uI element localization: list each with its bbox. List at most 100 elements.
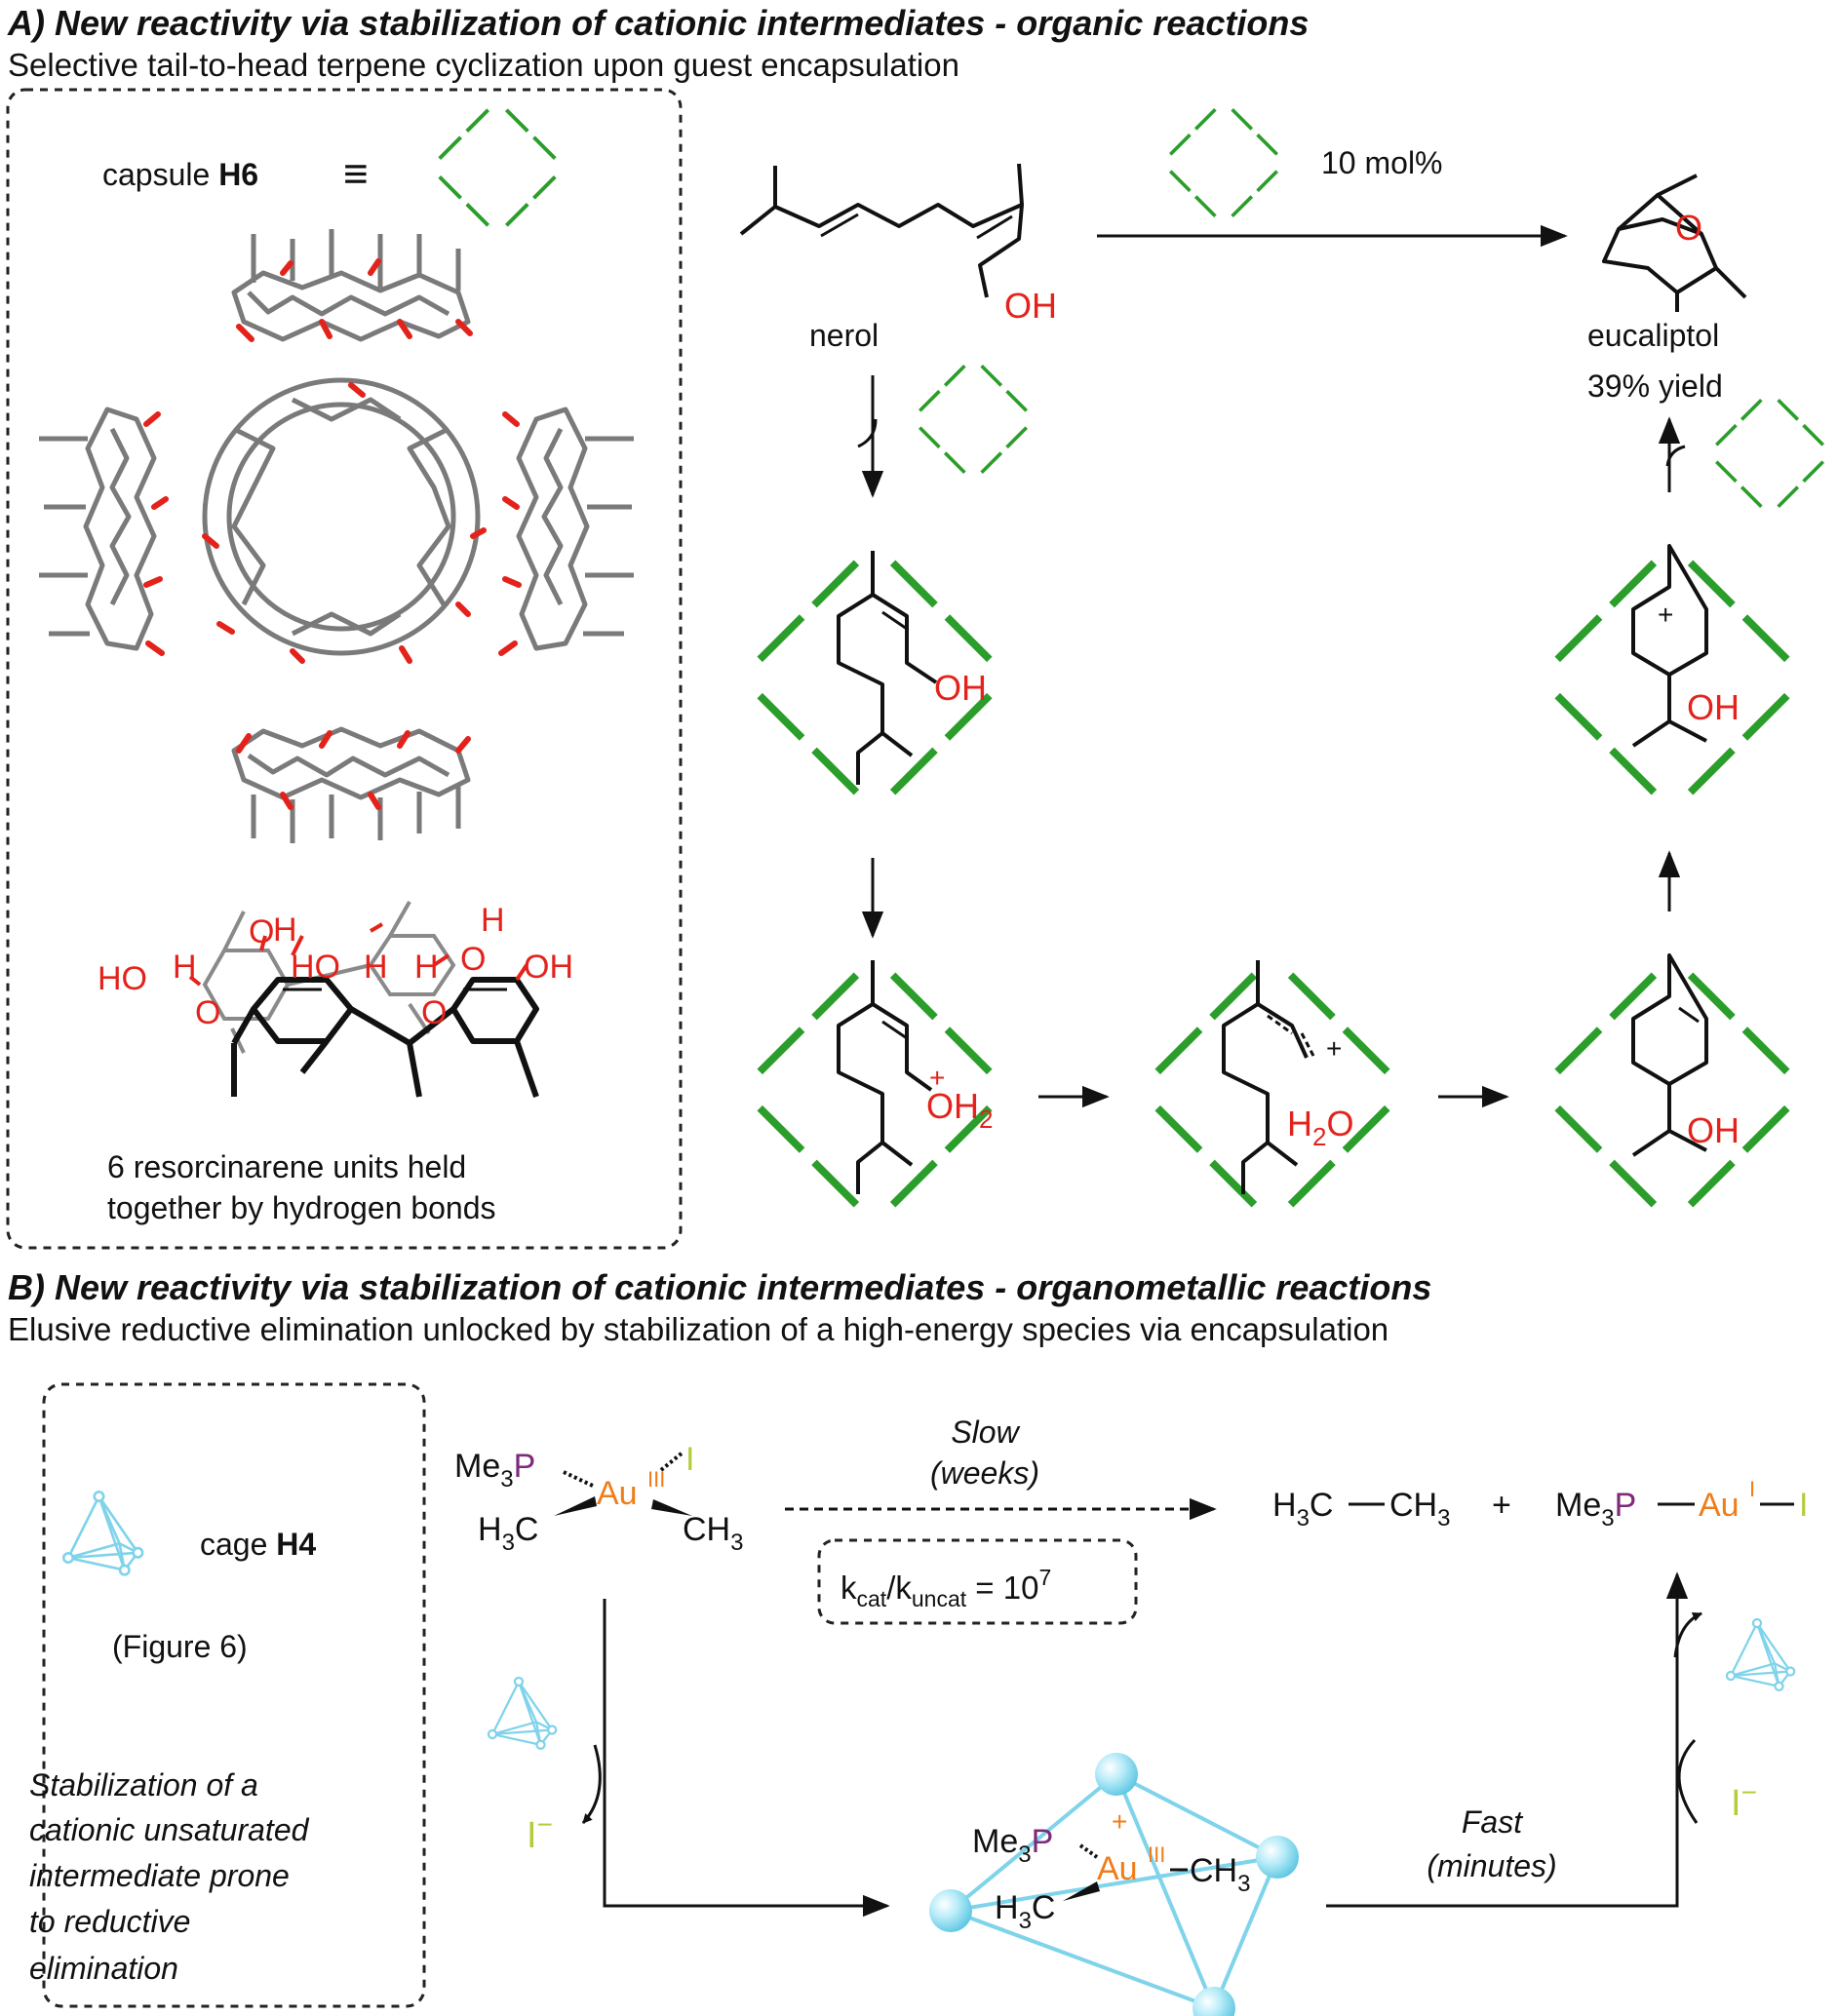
weeks-label: (weeks) bbox=[930, 1455, 1039, 1491]
cage-h4-icon bbox=[1725, 1617, 1796, 1691]
cation-p: P bbox=[1032, 1823, 1054, 1860]
protonated-nerol bbox=[837, 960, 933, 1194]
svg-text:H2O: H2O bbox=[1287, 1104, 1353, 1151]
o-label-1: O bbox=[195, 994, 220, 1031]
ethane-h: H bbox=[1272, 1487, 1297, 1524]
h-label-2: H bbox=[273, 911, 297, 949]
ratio-slash: /k bbox=[886, 1570, 912, 1606]
ratio-uncat: uncat bbox=[912, 1586, 967, 1611]
allyl-cation bbox=[1222, 960, 1316, 1194]
h-label-5: H bbox=[481, 902, 505, 939]
ho-label-1: HO bbox=[98, 960, 147, 997]
h-label-1: H bbox=[173, 949, 197, 986]
ho-label-2: HO bbox=[291, 949, 340, 986]
iodide-loss-curl bbox=[581, 1744, 602, 1825]
gold-iii-complex: Me3P Au III I H3C CH3 bbox=[454, 1441, 743, 1556]
oh2-subscript: 2 bbox=[979, 1105, 993, 1134]
capsule-caption-line2: together by hydrogen bonds bbox=[107, 1190, 496, 1225]
iodide-uptake-curl bbox=[1677, 1738, 1699, 1824]
gold-iii-cation: Me3P Au III + CH3 H3C bbox=[972, 1806, 1250, 1934]
svg-text:I−: I− bbox=[1731, 1777, 1757, 1824]
terpineol-oh: OH bbox=[1687, 1110, 1740, 1150]
svg-text:kcat/kuncat = 107: kcat/kuncat = 107 bbox=[841, 1565, 1051, 1611]
gold-oxidation-iii: III bbox=[647, 1467, 665, 1492]
figure-reference: (Figure 6) bbox=[112, 1629, 248, 1664]
cation-me-subscript: 3 bbox=[1018, 1842, 1031, 1868]
oxonium-plus: + bbox=[929, 1063, 945, 1093]
svg-text:capsule H6: capsule H6 bbox=[102, 157, 258, 192]
cage-info-box bbox=[42, 1382, 426, 2008]
nerol-label: nerol bbox=[809, 318, 879, 353]
ethane-c: C bbox=[1310, 1487, 1334, 1524]
cation-au: Au bbox=[1097, 1850, 1138, 1887]
cage-prefix: cage bbox=[200, 1527, 267, 1562]
product-me-subscript: 3 bbox=[1601, 1505, 1614, 1531]
svg-text:CH3: CH3 bbox=[1190, 1852, 1250, 1897]
svg-text:CH3: CH3 bbox=[1389, 1487, 1450, 1531]
cage-h4-icon bbox=[61, 1490, 144, 1576]
iodide-charge: − bbox=[537, 1809, 553, 1840]
capsule-prefix: capsule bbox=[102, 157, 210, 192]
cation-me: Me bbox=[972, 1823, 1018, 1860]
ch-label: CH bbox=[683, 1511, 730, 1548]
h-label-4: H bbox=[414, 949, 439, 986]
product-au-oxidation: I bbox=[1749, 1477, 1755, 1501]
ratio-exp: 7 bbox=[1038, 1565, 1051, 1590]
capsule-terpineol bbox=[1557, 975, 1787, 1205]
cage-name: H4 bbox=[276, 1527, 316, 1562]
equiv-symbol: ≡ bbox=[343, 150, 369, 198]
fast-elimination-arrow bbox=[1326, 1571, 1689, 1908]
ratio-cat: cat bbox=[857, 1586, 887, 1611]
ratio-k: k bbox=[841, 1570, 857, 1606]
capsule-info-box bbox=[6, 88, 683, 1250]
section-a-header: A) New reactivity via stabilization of c… bbox=[7, 3, 1309, 43]
cation-c: C bbox=[1032, 1889, 1056, 1926]
iodide-label: I bbox=[527, 1815, 537, 1856]
cation-au-oxidation: III bbox=[1148, 1842, 1165, 1867]
eucaliptol-label: eucaliptol bbox=[1587, 318, 1719, 353]
section-a-subtitle: Selective tail-to-head terpene cyclizati… bbox=[8, 47, 959, 83]
oh2-label: OH bbox=[926, 1086, 979, 1126]
water-o: O bbox=[1326, 1104, 1353, 1144]
svg-text:H3C: H3C bbox=[478, 1511, 538, 1556]
ethane-ch: CH bbox=[1389, 1487, 1437, 1524]
svg-text:Me3P: Me3P bbox=[972, 1823, 1053, 1868]
release-curl bbox=[1665, 445, 1686, 467]
capsule-allyl-cation bbox=[1157, 975, 1388, 1205]
capsule-caption-line1: 6 resorcinarene units held bbox=[107, 1149, 466, 1184]
cage-h4-icon bbox=[487, 1676, 558, 1750]
carbocation-plus: + bbox=[1326, 1033, 1342, 1064]
cage-h4-encapsulated bbox=[929, 1753, 1299, 2016]
ethane-ch-subscript: 3 bbox=[1437, 1505, 1450, 1531]
water-subscript: 2 bbox=[1312, 1122, 1326, 1151]
terpinyl-oh: OH bbox=[1687, 687, 1740, 727]
svg-text:I−: I− bbox=[527, 1809, 553, 1856]
fast-label: Fast bbox=[1462, 1804, 1523, 1840]
section-b-header: B) New reactivity via stabilization of c… bbox=[8, 1267, 1431, 1307]
capsule-icon bbox=[1168, 107, 1279, 218]
svg-text:CH3: CH3 bbox=[683, 1511, 743, 1556]
c-label: C bbox=[515, 1511, 539, 1548]
me-subscript: 3 bbox=[500, 1466, 513, 1493]
capsule-h6-structure bbox=[39, 229, 634, 843]
nerol-oh: OH bbox=[1004, 286, 1057, 326]
cation-ch-subscript: 3 bbox=[1237, 1871, 1250, 1897]
encapsulated-nerol bbox=[837, 551, 938, 785]
nerol-structure bbox=[739, 163, 1024, 298]
svg-text:H3C: H3C bbox=[1272, 1487, 1333, 1531]
note-line-5: elimination bbox=[29, 1951, 178, 1986]
yield-label: 39% yield bbox=[1587, 368, 1723, 404]
capsule-icon bbox=[437, 107, 558, 228]
svg-text:cage H4: cage H4 bbox=[200, 1527, 316, 1562]
uptake-curl bbox=[857, 418, 878, 448]
terpinyl-cation bbox=[1631, 544, 1708, 748]
h-label: H bbox=[478, 1511, 502, 1548]
catalyst-loading: 10 mol% bbox=[1321, 145, 1443, 180]
encapsulated-oh: OH bbox=[934, 668, 987, 708]
cation-ch: CH bbox=[1190, 1852, 1237, 1889]
me-label: Me bbox=[454, 1448, 500, 1485]
note-line-2: cationic unsaturated bbox=[29, 1812, 310, 1847]
product-iodine: I bbox=[1799, 1487, 1808, 1524]
iodide-return-charge: − bbox=[1741, 1777, 1757, 1807]
